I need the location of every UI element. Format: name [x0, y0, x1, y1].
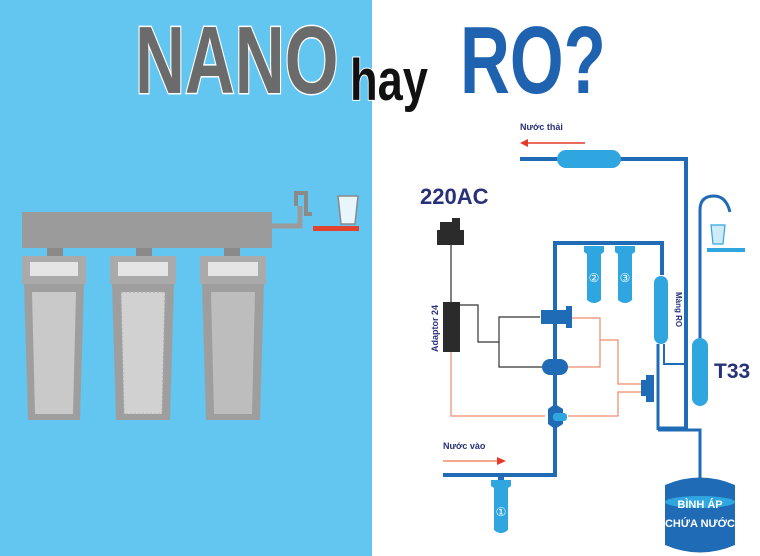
title-nano: NANO — [135, 6, 338, 114]
filter-3: ③ — [615, 246, 635, 303]
filter-1-number: ① — [496, 505, 507, 519]
nano-filter-system — [22, 191, 359, 420]
pressure-tank: BÌNH ÁP CHỨA NƯỚC — [665, 477, 735, 553]
tank-label-line1: BÌNH ÁP — [677, 498, 722, 511]
nano-faucet-icon — [294, 191, 312, 216]
waste-water-label: Nước thải — [520, 122, 563, 132]
power-plug-icon — [437, 218, 464, 245]
filter-2-number: ② — [589, 271, 600, 285]
waste-arrow-icon — [520, 139, 528, 147]
inlet-arrow-icon — [497, 457, 506, 465]
nano-outlet-pipe — [270, 206, 303, 229]
glass-icon — [710, 224, 726, 245]
nano-manifold — [22, 212, 272, 248]
flow-restrictor — [557, 150, 621, 168]
nano-glass-shelf — [313, 226, 359, 231]
filter-1: ① — [491, 476, 511, 533]
t33-filter — [692, 338, 708, 406]
tank-label-line2: CHỨA NƯỚC — [665, 517, 735, 530]
membrane-label: Màng RO — [674, 292, 683, 327]
nano-glass-icon — [337, 195, 359, 225]
glass-shelf — [707, 248, 745, 252]
low-pressure-switch — [541, 306, 572, 328]
nano-filter-1 — [22, 248, 86, 420]
title-ro: RO? — [460, 6, 606, 114]
nano-filter-2 — [110, 248, 176, 420]
ro-diagram: Nước thải 220AC Adaptor 24 Nước vào ① — [420, 122, 750, 553]
title: NANO hay RO? — [134, 5, 606, 115]
pump — [542, 359, 568, 375]
adaptor-box — [443, 302, 460, 352]
title-hay: hay — [350, 49, 428, 114]
filter-3-number: ③ — [620, 271, 631, 285]
t33-label: T33 — [714, 360, 750, 383]
faucet-icon — [698, 194, 732, 338]
nano-filter-3 — [200, 248, 266, 420]
inlet-label: Nước vào — [443, 441, 486, 451]
right-background — [372, 0, 760, 556]
main-pipe — [443, 241, 664, 477]
adaptor-label: Adaptor 24 — [430, 305, 440, 352]
ro-membrane — [654, 276, 668, 344]
power-label: 220AC — [420, 184, 489, 209]
filter-2: ② — [584, 246, 604, 303]
high-pressure-switch — [641, 375, 654, 402]
